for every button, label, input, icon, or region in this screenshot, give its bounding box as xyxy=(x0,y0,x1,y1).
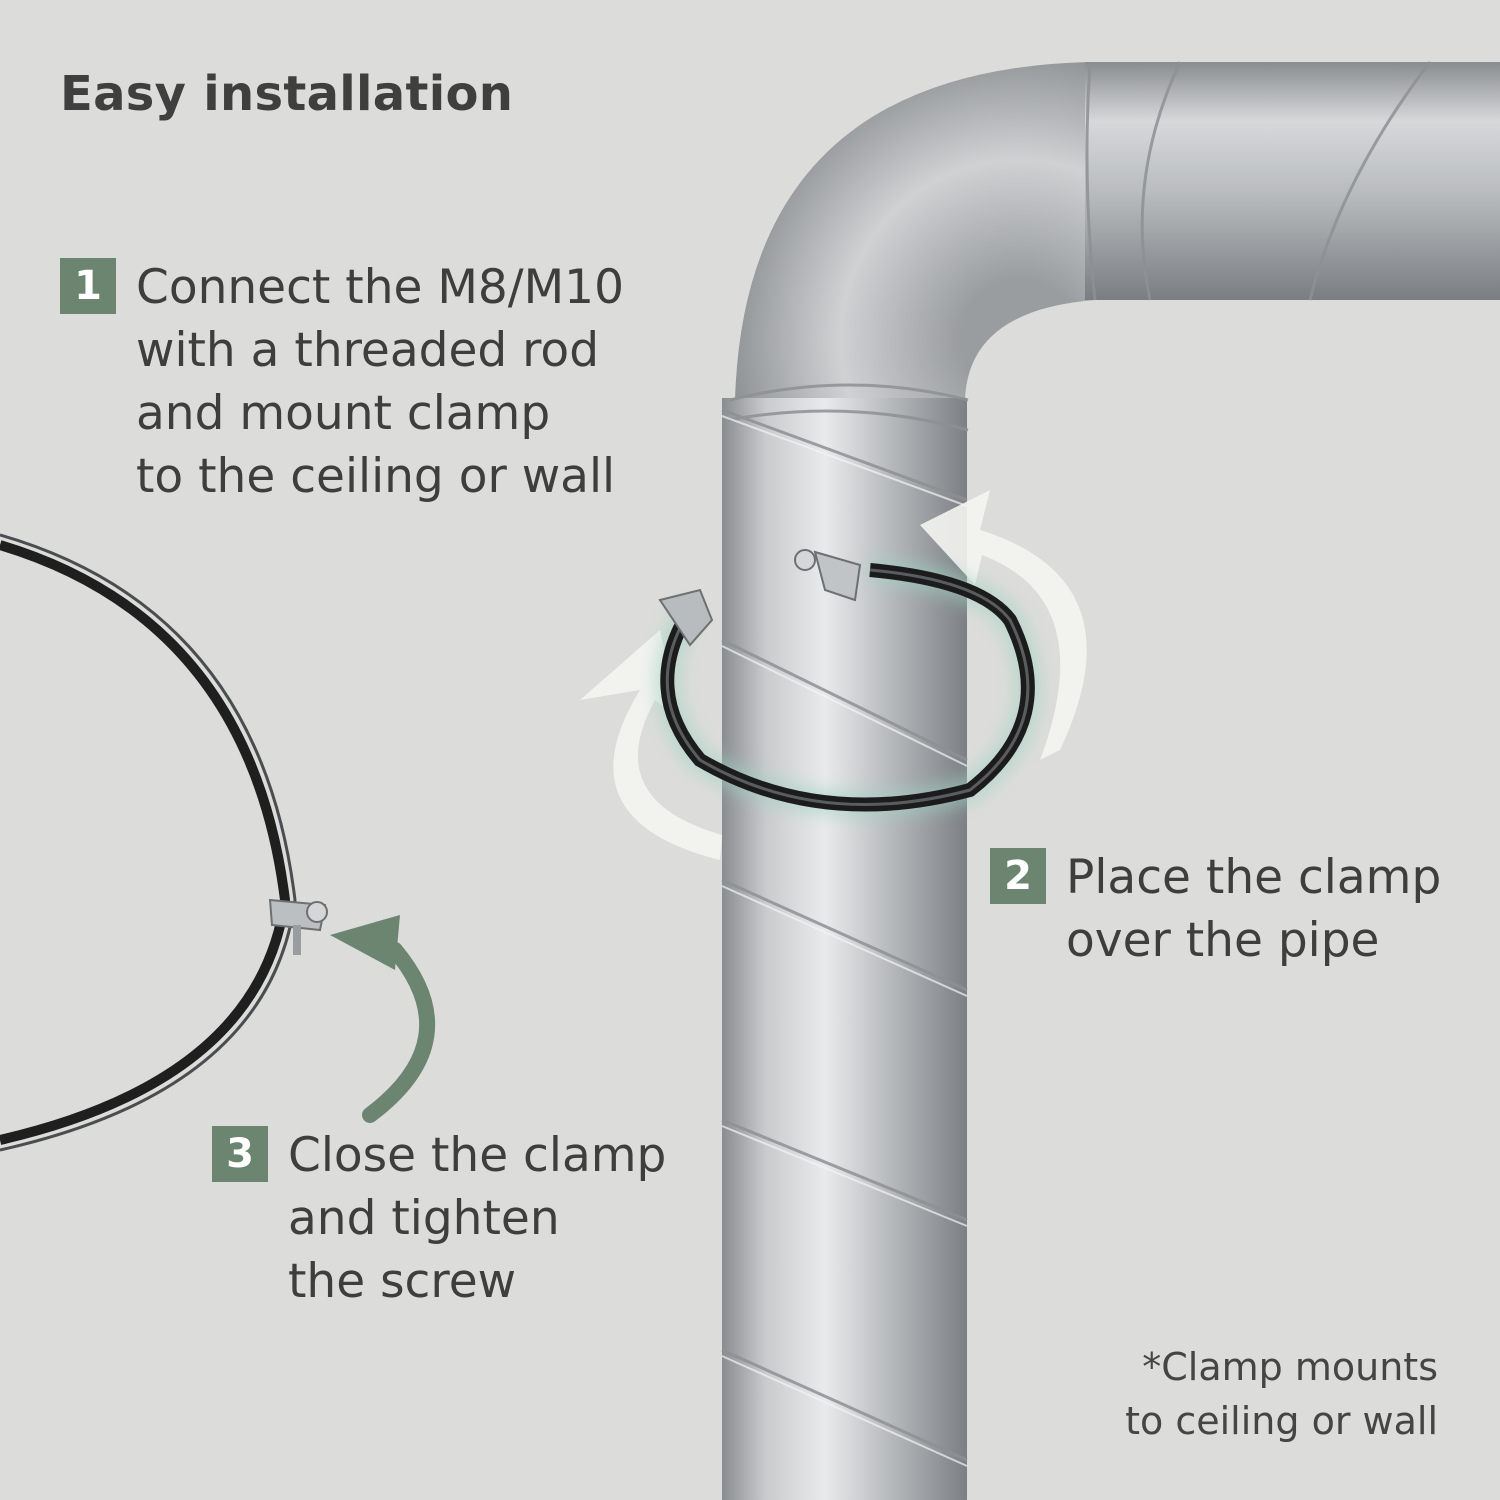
duct-pipe-elbow-icon xyxy=(721,61,1500,1500)
step-number-badge: 3 xyxy=(212,1126,268,1182)
step-line: and tighten xyxy=(288,1191,560,1246)
step-1: 1 Connect the M8/M10 with a threaded rod… xyxy=(60,256,624,508)
step-2: 2 Place the clamp over the pipe xyxy=(990,846,1441,972)
step-number-badge: 1 xyxy=(60,258,116,314)
note-line: to ceiling or wall xyxy=(1125,1399,1438,1443)
step-description: Close the clamp and tighten the screw xyxy=(288,1124,666,1313)
pipe-clamp-icon xyxy=(654,549,1041,818)
step-description: Connect the M8/M10 with a threaded rod a… xyxy=(136,256,624,508)
step-3: 3 Close the clamp and tighten the screw xyxy=(212,1124,666,1313)
rotate-arrow-icon xyxy=(580,490,1087,860)
note-line: *Clamp mounts xyxy=(1142,1345,1438,1389)
tighten-arrow-icon xyxy=(330,915,435,1123)
step-line: over the pipe xyxy=(1066,913,1380,968)
step-line: and mount clamp xyxy=(136,386,551,441)
step-description: Place the clamp over the pipe xyxy=(1066,846,1441,972)
step-line: Close the clamp xyxy=(288,1128,667,1183)
step-number-badge: 2 xyxy=(990,848,1046,904)
step-line: the screw xyxy=(288,1254,517,1309)
step-line: Connect the M8/M10 xyxy=(136,260,624,315)
mounting-note: *Clamp mounts to ceiling or wall xyxy=(1125,1340,1438,1448)
page-title: Easy installation xyxy=(60,66,514,122)
step-line: to the ceiling or wall xyxy=(136,449,616,504)
step-line: Place the clamp xyxy=(1066,850,1442,905)
step-line: with a threaded rod xyxy=(136,323,600,378)
clamp-ring-icon xyxy=(0,533,328,1152)
